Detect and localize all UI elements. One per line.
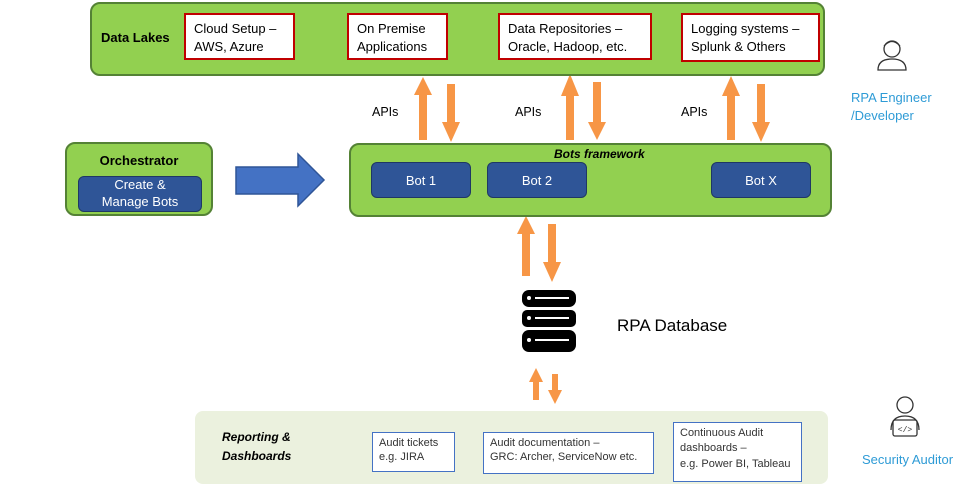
report-item-box: Audit documentation – GRC: Archer, Servi… xyxy=(483,432,654,474)
reporting-title-line: Dashboards xyxy=(222,449,292,464)
report-down-arrow xyxy=(548,374,562,404)
data-source-box: Cloud Setup – AWS, Azure xyxy=(184,13,295,60)
orchestrator-title: Orchestrator xyxy=(99,153,179,168)
report-item-line: e.g. Power BI, Tableau xyxy=(680,457,791,470)
db-down-arrow xyxy=(543,224,561,282)
create-manage-bots-button[interactable]: Create & Manage Bots xyxy=(78,176,202,212)
engineer-role-label: RPA Engineer /Developer xyxy=(851,89,932,124)
report-item-line: e.g. JIRA xyxy=(379,451,425,464)
api-up-arrow xyxy=(414,77,432,140)
bot-1[interactable]: Bot 1 xyxy=(371,162,471,198)
engineer-person-icon xyxy=(877,40,907,71)
orchestrator-to-framework-arrow xyxy=(235,152,326,208)
api-up-arrow xyxy=(561,74,579,140)
role-line: /Developer xyxy=(851,107,914,123)
report-up-arrow xyxy=(529,368,543,400)
button-line: Create & xyxy=(114,177,166,193)
report-item-line: dashboards – xyxy=(680,442,747,455)
data-lakes-title: Data Lakes xyxy=(101,30,170,45)
api-down-arrow xyxy=(752,84,770,142)
data-source-line: Cloud Setup – xyxy=(194,21,277,36)
bot-x[interactable]: Bot X xyxy=(711,162,811,198)
api-down-arrow xyxy=(442,84,460,142)
report-item-line: GRC: Archer, ServiceNow etc. xyxy=(490,451,638,464)
api-label: APIs xyxy=(681,105,708,119)
api-up-arrow xyxy=(722,76,740,140)
data-source-box: On Premise Applications xyxy=(347,13,448,60)
data-source-box: Logging systems – Splunk & Others xyxy=(681,13,820,62)
data-source-line: AWS, Azure xyxy=(194,38,264,54)
data-source-line: On Premise xyxy=(357,21,426,36)
db-up-arrow xyxy=(517,216,535,276)
report-item-line: Audit tickets xyxy=(379,437,439,449)
database-label: RPA Database xyxy=(617,316,728,335)
api-label: APIs xyxy=(372,105,399,119)
reporting-title: Reporting & Dashboards xyxy=(222,428,291,466)
data-source-box: Data Repositories – Oracle, Hadoop, etc. xyxy=(498,13,652,60)
bot-2[interactable]: Bot 2 xyxy=(487,162,587,198)
reporting-title-line: Reporting & xyxy=(222,430,291,444)
svg-text:</>: </> xyxy=(898,426,913,435)
data-source-line: Splunk & Others xyxy=(691,38,786,54)
data-source-line: Logging systems – xyxy=(691,21,800,36)
role-line: RPA Engineer xyxy=(851,90,932,105)
bots-framework-title: Bots framework xyxy=(554,147,645,161)
report-item-box: Continuous Audit dashboards – e.g. Power… xyxy=(673,422,802,482)
database-icon xyxy=(522,290,576,352)
auditor-laptop-icon: </> xyxy=(890,396,920,437)
api-down-arrow xyxy=(588,82,606,140)
data-source-line: Oracle, Hadoop, etc. xyxy=(508,38,628,54)
report-item-line: Audit documentation – xyxy=(490,437,600,449)
api-label: APIs xyxy=(515,105,542,119)
data-source-line: Applications xyxy=(357,38,428,54)
data-source-line: Data Repositories – xyxy=(508,21,623,36)
button-line: Manage Bots xyxy=(101,194,179,209)
report-item-box: Audit tickets e.g. JIRA xyxy=(372,432,455,472)
report-item-line: Continuous Audit xyxy=(680,427,764,439)
auditor-role-label: Security Auditor xyxy=(862,452,954,467)
